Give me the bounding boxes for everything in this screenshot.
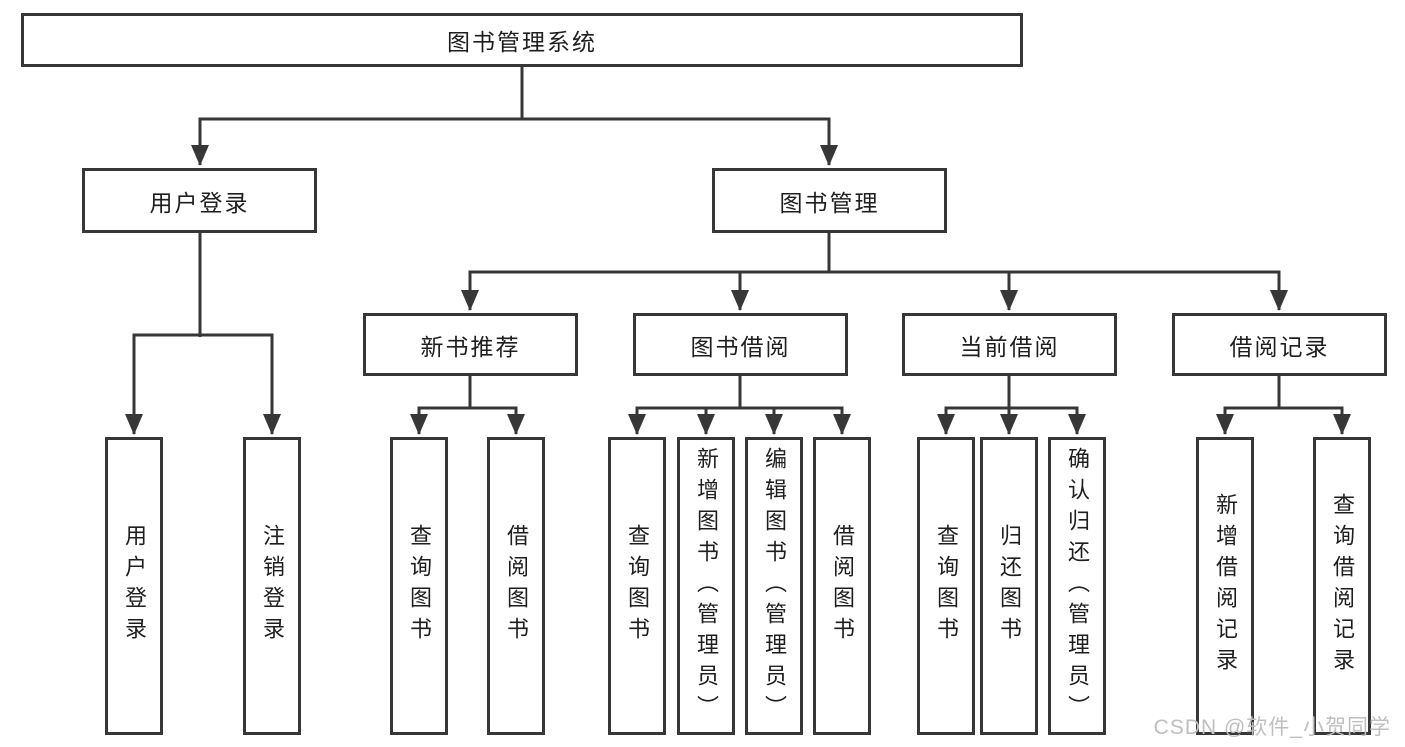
leaf-logout-label: 注销登录	[260, 524, 285, 648]
leaf-query-borrow-record-label: 查询借阅记录	[1330, 493, 1355, 679]
leaf-return-book: 归还图书	[980, 437, 1038, 735]
connector-trunks	[132, 67, 1344, 420]
node-new-book-recommend: 新书推荐	[363, 313, 578, 376]
leaf-user-login-label: 用户登录	[122, 524, 147, 648]
leaf-add-borrow-record-label: 新增借阅记录	[1213, 493, 1238, 679]
leaf-query-borrow-record: 查询借阅记录	[1313, 437, 1371, 735]
leaf-recommend-borrow-book-label: 借阅图书	[504, 524, 529, 648]
node-borrow-records-label: 借阅记录	[1229, 333, 1330, 360]
node-book-borrow-label: 图书借阅	[690, 333, 791, 360]
leaf-add-book-admin: 新增图书（管理员）	[677, 437, 735, 735]
node-user-login: 用户登录	[82, 168, 317, 233]
leaf-add-book-admin-label: 新增图书（管理员）	[694, 446, 719, 726]
connector-arrows	[125, 119, 1351, 435]
node-book-management: 图书管理	[712, 168, 947, 233]
leaf-edit-book-admin-label: 编辑图书（管理员）	[762, 446, 787, 726]
node-root: 图书管理系统	[21, 13, 1023, 67]
node-book-borrow: 图书借阅	[633, 313, 848, 376]
leaf-confirm-return-admin: 确认归还（管理员）	[1048, 437, 1106, 735]
leaf-recommend-query-book-label: 查询图书	[407, 524, 432, 648]
leaf-confirm-return-admin-label: 确认归还（管理员）	[1065, 446, 1090, 726]
leaf-logout: 注销登录	[243, 437, 301, 735]
node-book-management-label: 图书管理	[779, 189, 880, 216]
leaf-edit-book-admin: 编辑图书（管理员）	[745, 437, 803, 735]
node-current-borrow: 当前借阅	[902, 313, 1117, 376]
leaf-user-login: 用户登录	[105, 437, 163, 735]
leaf-add-borrow-record: 新增借阅记录	[1196, 437, 1254, 735]
node-current-borrow-label: 当前借阅	[959, 333, 1060, 360]
leaf-current-query-book: 查询图书	[917, 437, 975, 735]
leaf-recommend-borrow-book: 借阅图书	[487, 437, 545, 735]
csdn-watermark: CSDN @软件_小贺同学	[1153, 716, 1391, 739]
node-new-book-recommend-label: 新书推荐	[420, 333, 521, 360]
leaf-borrow-book-label: 借阅图书	[830, 524, 855, 648]
node-user-login-label: 用户登录	[149, 189, 250, 216]
leaf-current-query-book-label: 查询图书	[934, 524, 959, 648]
leaf-borrow-query-book: 查询图书	[608, 437, 666, 735]
leaf-borrow-query-book-label: 查询图书	[625, 524, 650, 648]
leaf-return-book-label: 归还图书	[997, 524, 1022, 648]
leaf-borrow-book: 借阅图书	[813, 437, 871, 735]
node-root-label: 图书管理系统	[447, 29, 597, 55]
node-borrow-records: 借阅记录	[1172, 313, 1387, 376]
leaf-recommend-query-book: 查询图书	[390, 437, 448, 735]
